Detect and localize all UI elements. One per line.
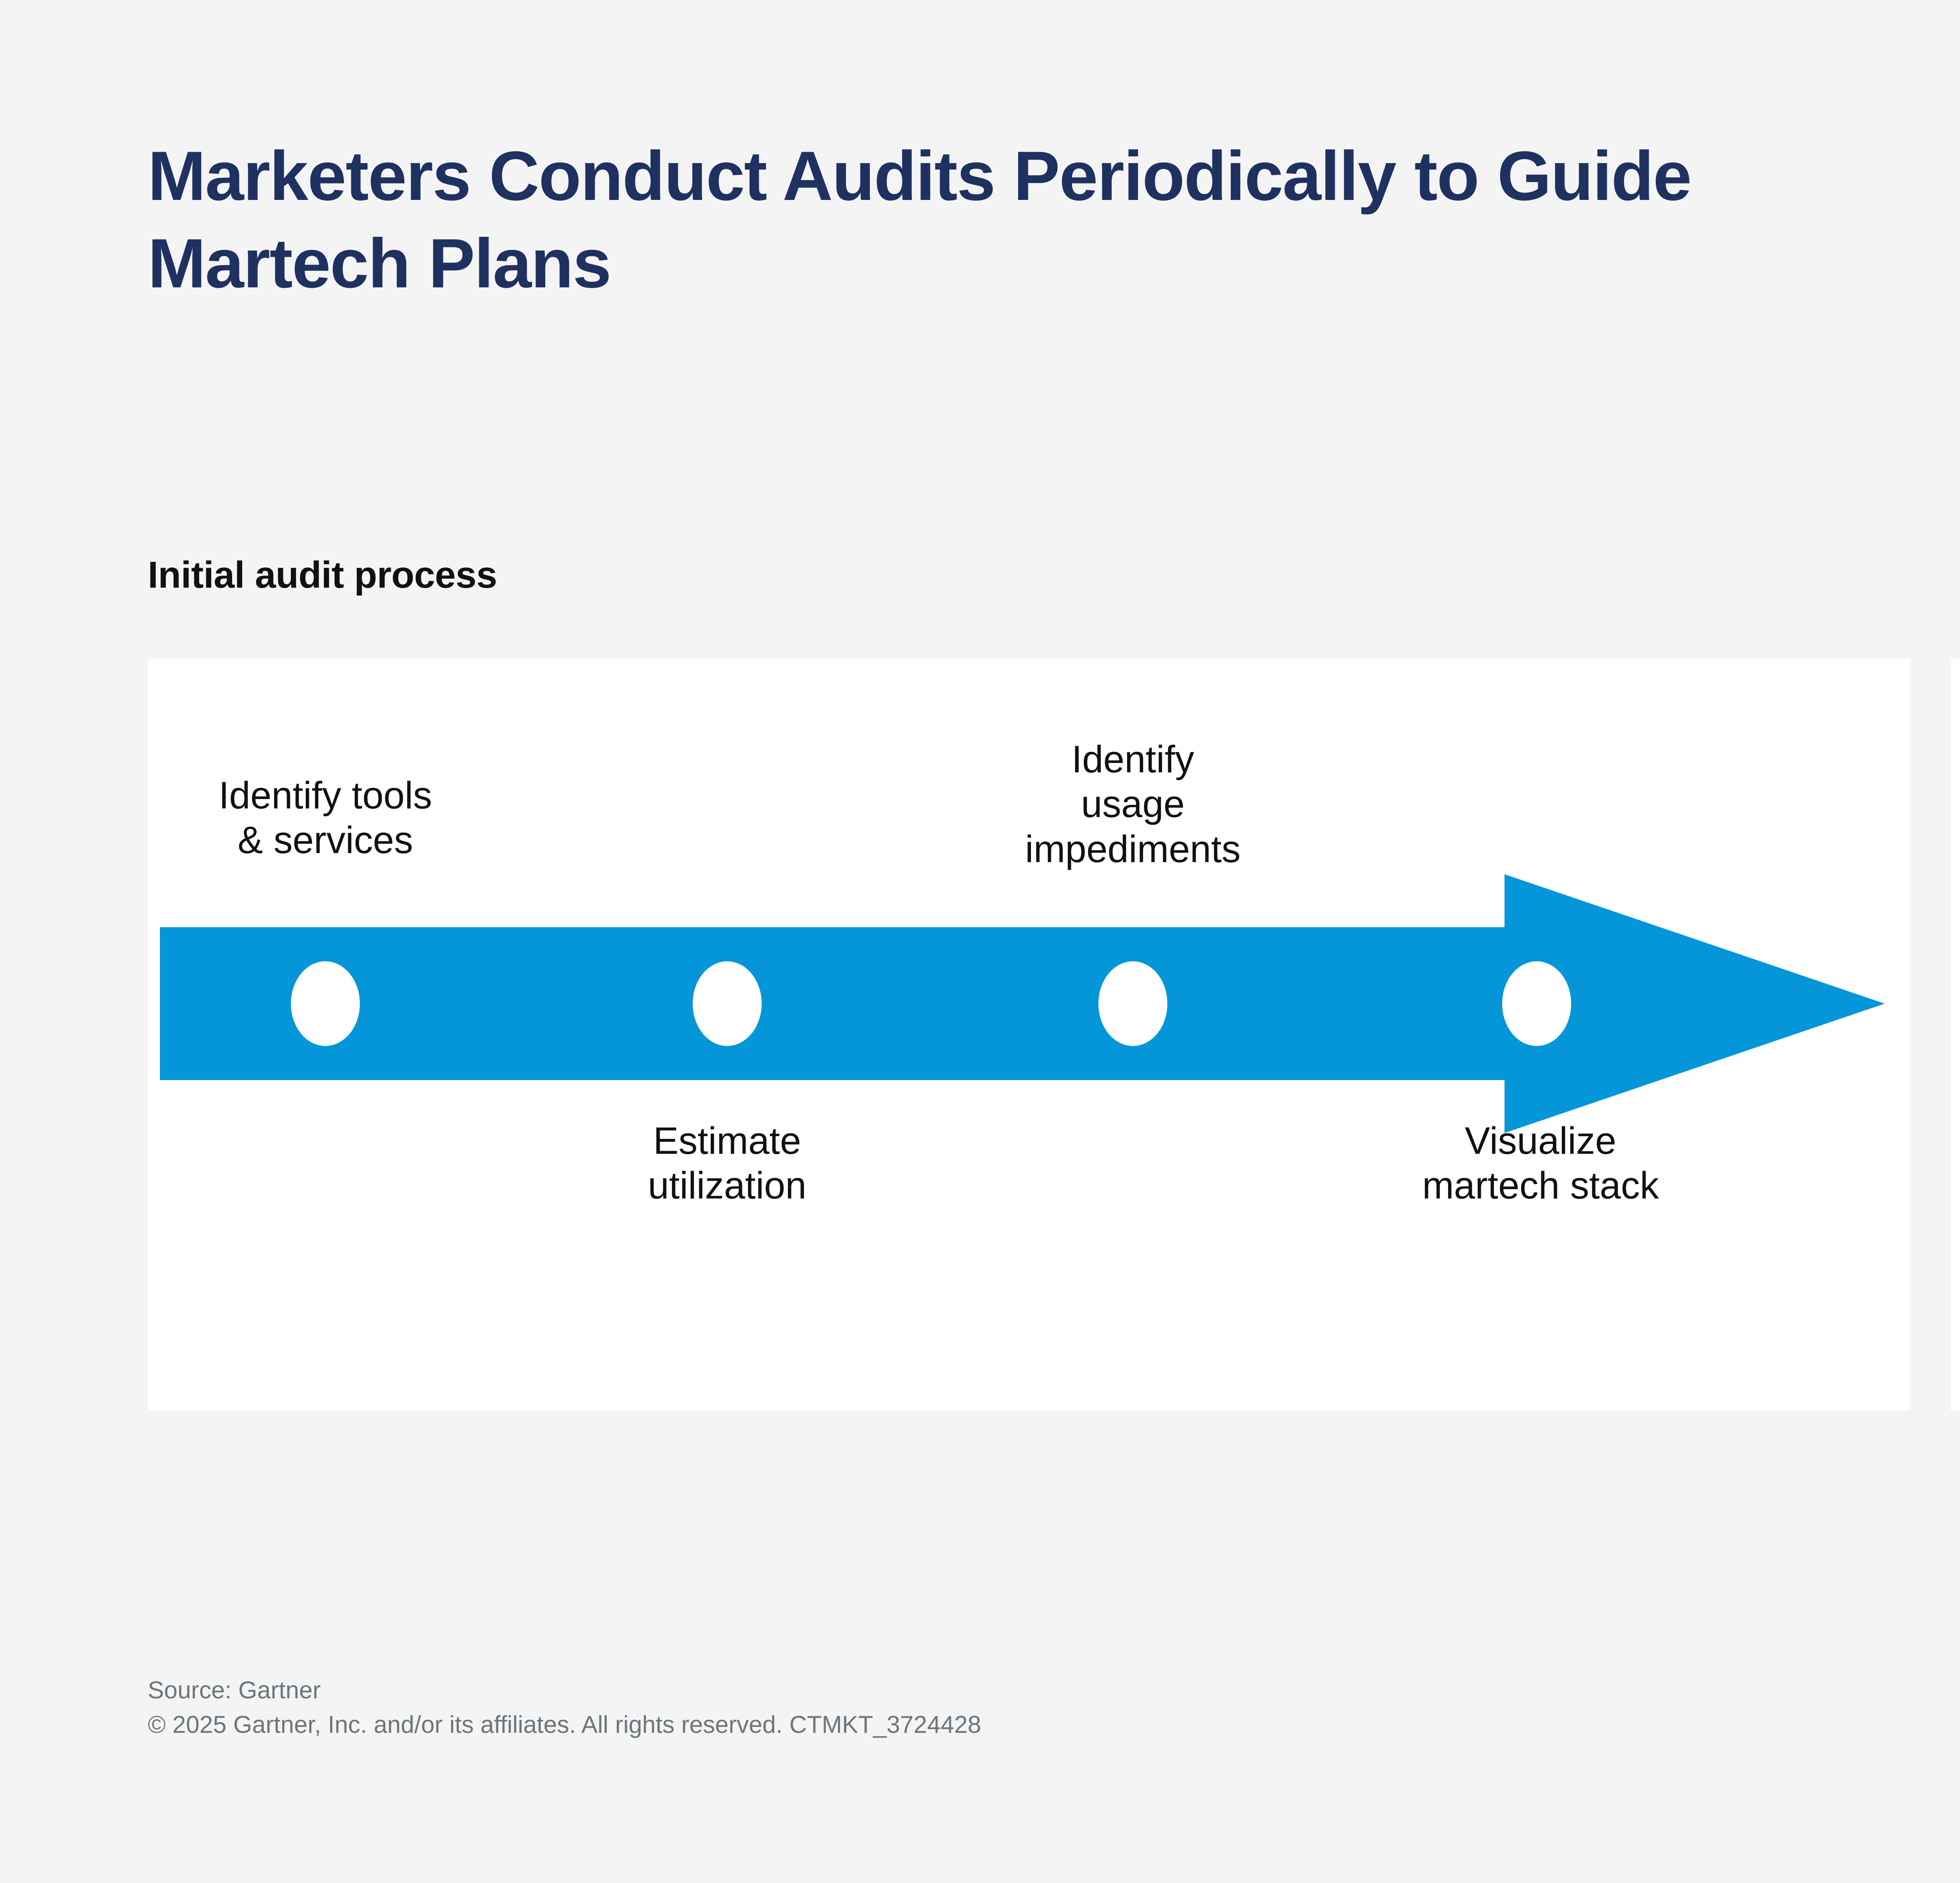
arrow-shape bbox=[160, 874, 1885, 1133]
milestone-dot-2 bbox=[693, 961, 762, 1046]
page-title: Marketers Conduct Audits Periodically to… bbox=[148, 133, 1960, 307]
step-label-visualize-martech-stack: Visualize martech stack bbox=[1422, 1119, 1659, 1207]
page-title-line-2: Martech Plans bbox=[148, 224, 612, 302]
process-arrow-diagram bbox=[160, 874, 1885, 1133]
step-label-estimate-utilization: Estimate utilization bbox=[648, 1119, 807, 1207]
milestone-dot-3 bbox=[1098, 961, 1167, 1046]
footer-source-line: Source: Gartner bbox=[148, 1677, 321, 1704]
footer-attribution: Source: Gartner © 2025 Gartner, Inc. and… bbox=[148, 1673, 981, 1742]
step-label-identify-tools: Identify tools & services bbox=[218, 774, 432, 862]
step-label-identify-usage-impediments: Identify usage impediments bbox=[1025, 738, 1241, 870]
milestone-dot-4 bbox=[1502, 961, 1571, 1046]
footer-copyright-line: © 2025 Gartner, Inc. and/or its affiliat… bbox=[148, 1711, 982, 1739]
section-heading-audits-in-martech-planning-cycles: Audits in martech planning cycles bbox=[1959, 554, 1960, 597]
page-title-line-1: Marketers Conduct Audits Periodically to… bbox=[148, 137, 1692, 215]
panel-martech-planning-cycles bbox=[1951, 659, 1960, 1411]
section-heading-initial-audit-process: Initial audit process bbox=[148, 554, 497, 596]
milestone-dot-1 bbox=[291, 961, 360, 1046]
